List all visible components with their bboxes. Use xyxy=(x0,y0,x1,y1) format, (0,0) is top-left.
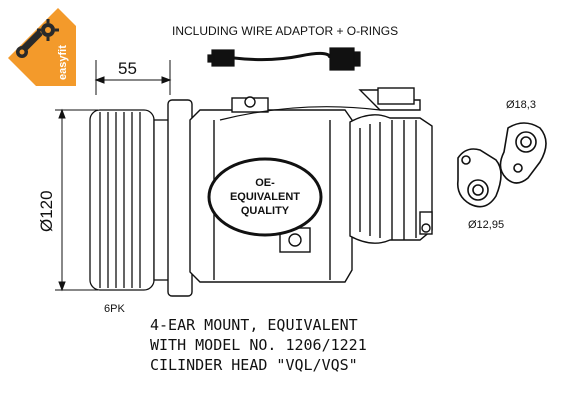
adaptor-note: INCLUDING WIRE ADAPTOR + O-RINGS xyxy=(172,24,398,38)
diameter-dimension xyxy=(55,108,98,292)
port-size-small: Ø12,95 xyxy=(468,219,504,231)
note-line2: WITH MODEL NO. 1206/1221 xyxy=(150,336,367,354)
note-line1: 4-EAR MOUNT, EQUIVALENT xyxy=(150,316,358,334)
badge-text: easyfit xyxy=(57,45,69,80)
pulley-label: 6PK xyxy=(104,303,125,315)
port-size-large: Ø18,3 xyxy=(506,99,536,111)
port-fittings xyxy=(456,122,547,208)
oe-badge: OE- EQUIVALENT QUALITY xyxy=(207,157,323,237)
width-dimension xyxy=(94,60,172,95)
oe-line3: QUALITY xyxy=(241,205,290,217)
width-label: 55 xyxy=(118,59,137,78)
diameter-label: Ø120 xyxy=(37,190,56,232)
wrench-icon xyxy=(16,30,43,58)
note-line3: CILINDER HEAD "VQL/VQS" xyxy=(150,356,358,374)
pulley xyxy=(89,109,171,291)
easyfit-badge: easyfit xyxy=(8,8,76,86)
gear-icon xyxy=(37,19,59,41)
oe-line1: OE- xyxy=(255,177,275,189)
wire-adaptor xyxy=(207,47,361,71)
oe-line2: EQUIVALENT xyxy=(230,191,300,203)
